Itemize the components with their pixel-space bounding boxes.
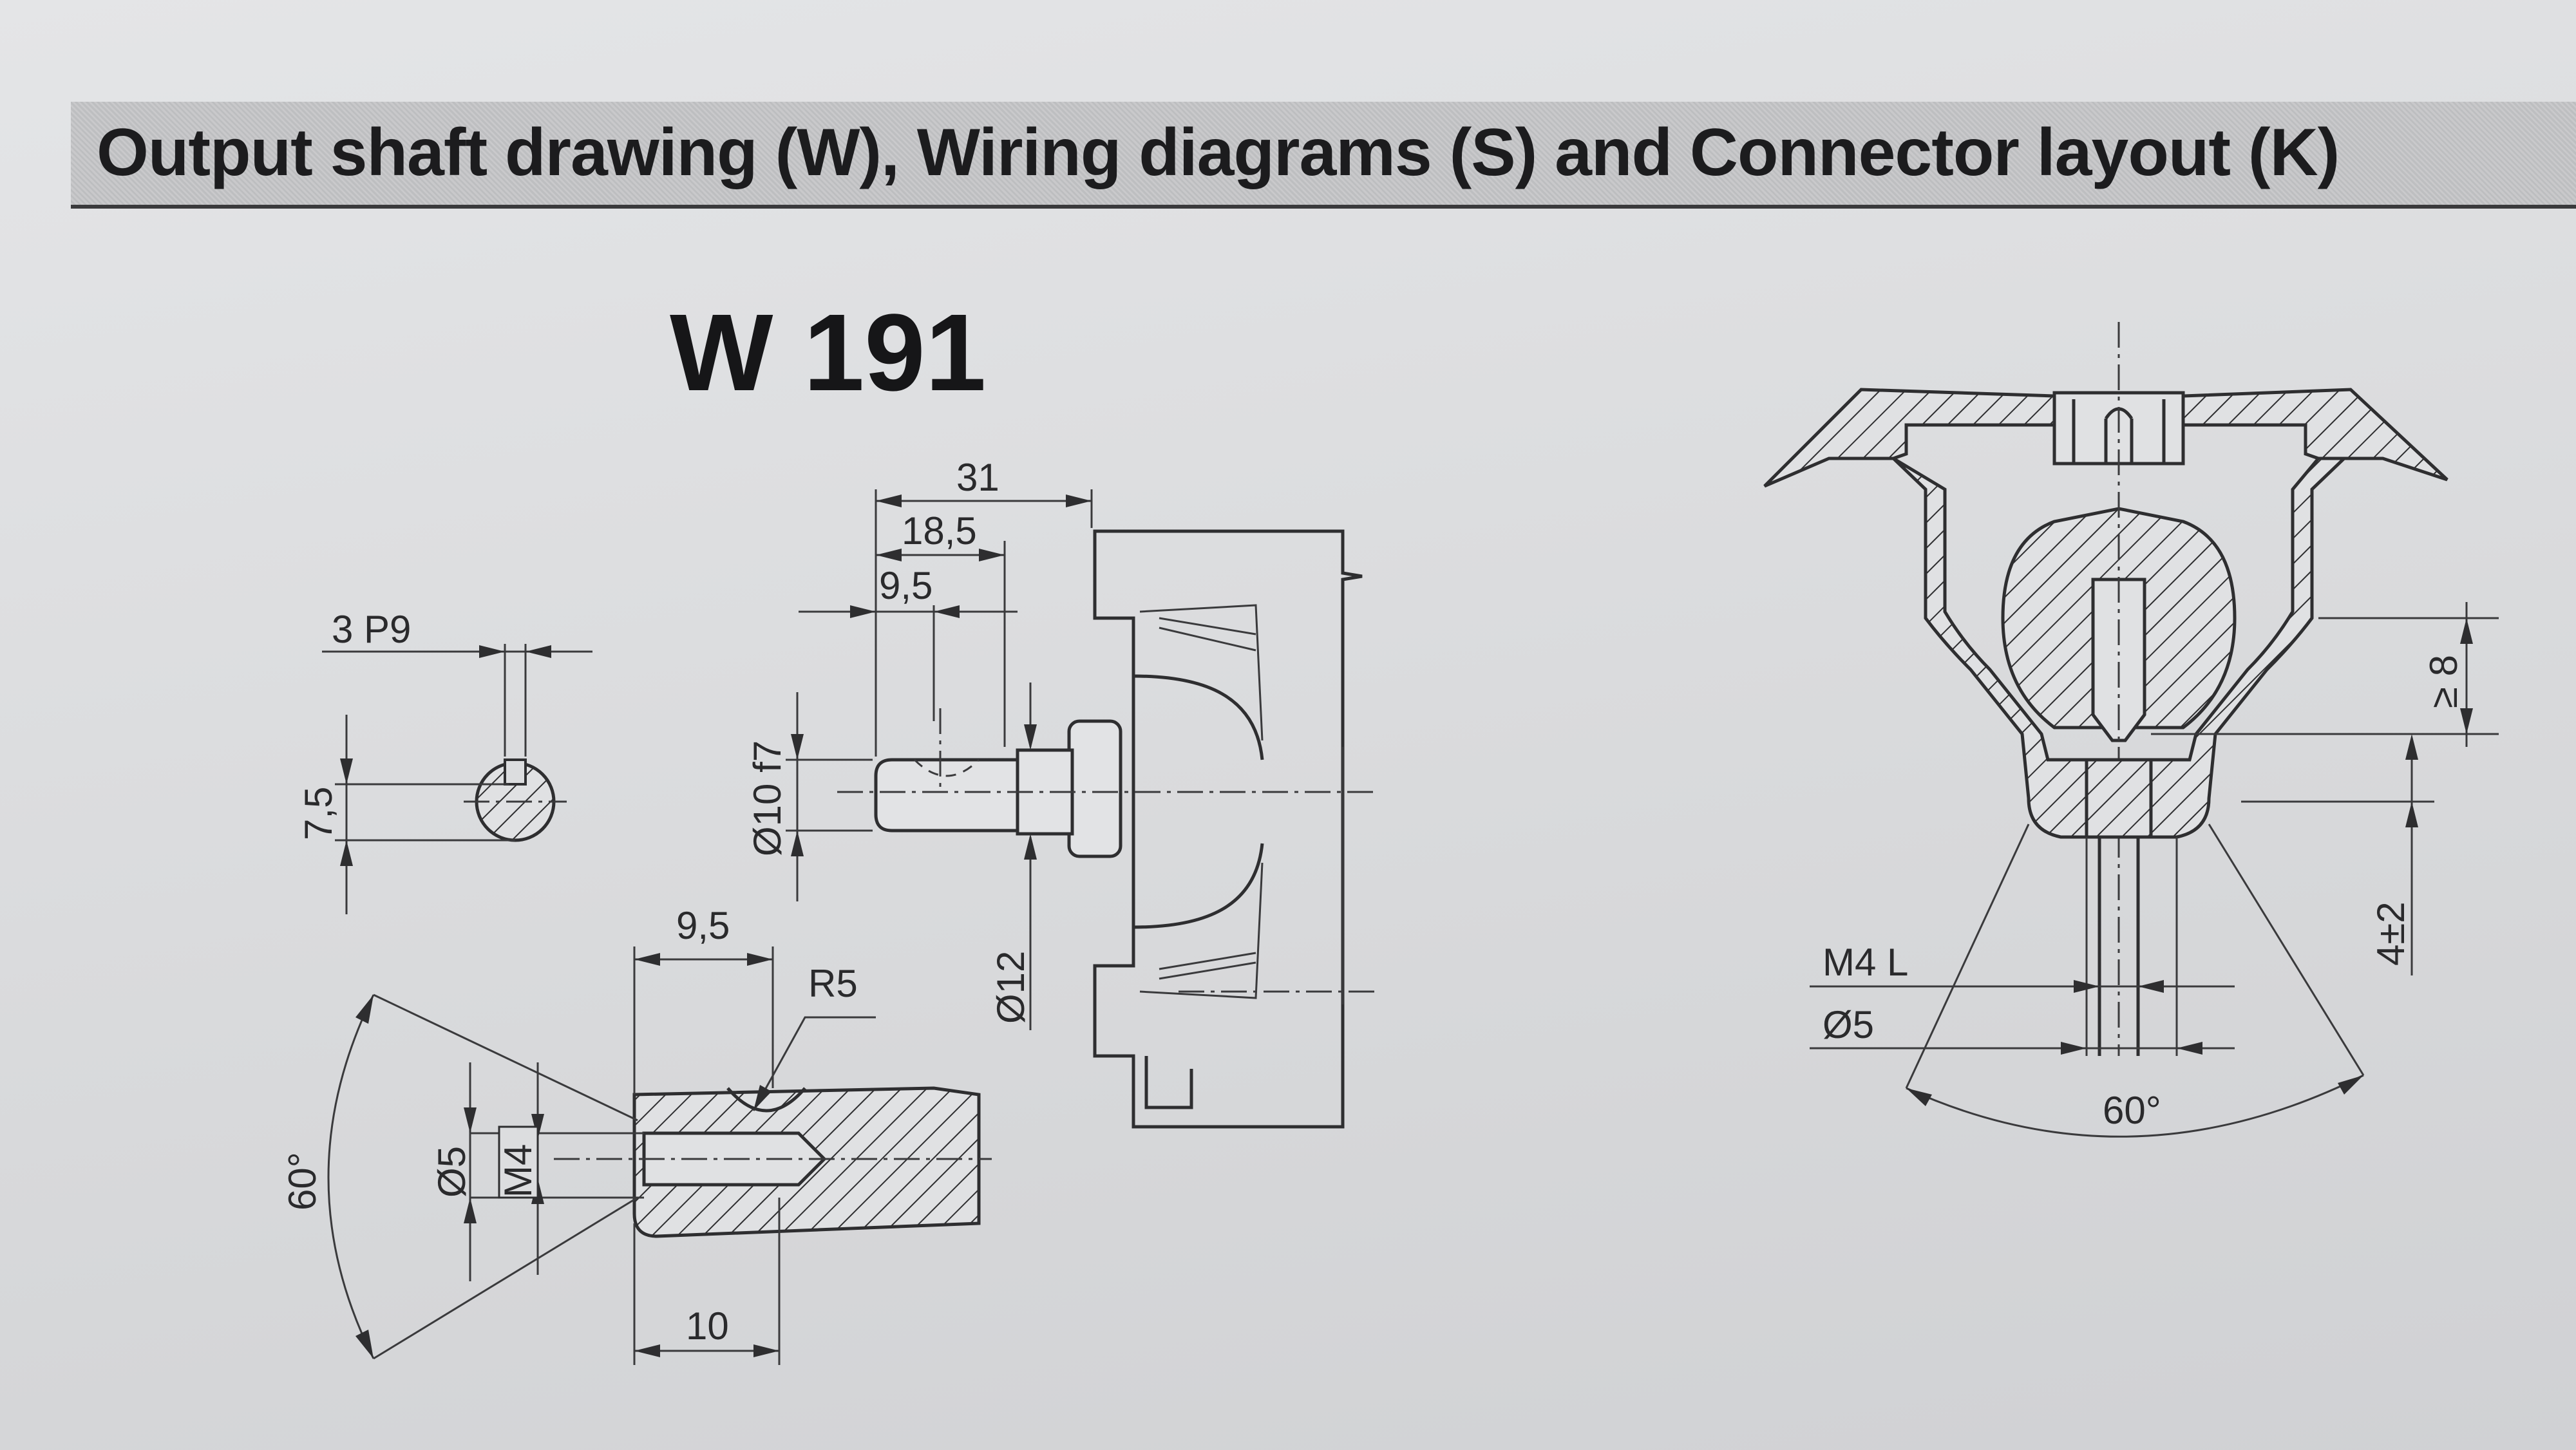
arrow-head: [355, 995, 374, 1024]
housing-inner-lines: [1139, 604, 1264, 999]
arrow-head: [2405, 734, 2418, 760]
dim-length-9-5-bottom: 9,5: [676, 904, 730, 947]
arrow-head: [1906, 1088, 1932, 1106]
dim-depth-4pm2: 4±2: [2369, 901, 2412, 966]
ball-bore: [2091, 578, 2146, 742]
arrow-head: [464, 1107, 477, 1133]
arrow-head: [2138, 980, 2164, 993]
arrow-head: [2177, 1042, 2202, 1055]
housing-curves: [1133, 674, 1264, 929]
arrow-head: [355, 1330, 374, 1359]
m4-label-box: [498, 1125, 539, 1199]
dim-radius: R5: [808, 962, 858, 1005]
dim-angle-left: 60°: [281, 1152, 324, 1210]
arrow-head: [791, 831, 804, 856]
housing-outline: [1093, 529, 1363, 1129]
arrow-head: [2074, 980, 2099, 993]
arrow-head: [479, 645, 505, 658]
arrow-head: [2338, 1075, 2363, 1095]
keyway-section: 3 P9 7,5: [297, 608, 592, 914]
page-title: Output shaft drawing (W), Wiring diagram…: [97, 115, 2340, 190]
arrow-head: [850, 605, 876, 618]
housing-foot: [1144, 1056, 1193, 1109]
arrow-head: [2405, 802, 2418, 827]
dim-keyway-width: 3 P9: [332, 608, 411, 651]
dim-bore-dia-5-right: Ø5: [1823, 1003, 1874, 1046]
arrow-head: [876, 549, 902, 561]
arrow-head: [634, 1344, 660, 1357]
dim-ge-8: ≥ 8: [2422, 655, 2465, 708]
cone-arc: [1906, 1074, 2364, 1138]
radius-groove: [726, 1087, 806, 1113]
cone-leg: [2208, 824, 2365, 1076]
dim-key-depth: 7,5: [297, 787, 340, 840]
arrow-head: [634, 953, 660, 966]
arrow-head: [340, 840, 353, 866]
keyway-hidden: [913, 758, 980, 777]
arrow-head: [464, 1198, 477, 1223]
dim-angle-right: 60°: [2103, 1089, 2161, 1132]
arrow-head: [2460, 618, 2473, 644]
arrow-head: [1024, 724, 1037, 750]
dim-thread-m4l: M4 L: [1823, 941, 1908, 984]
arrow-head: [2061, 1042, 2087, 1055]
arrow-head: [526, 645, 551, 658]
arrow-head: [934, 605, 960, 618]
lower-thread: [2085, 758, 2153, 839]
angle-arc: [327, 994, 375, 1359]
shaft-collar: [1067, 719, 1122, 858]
radius-leader: [752, 1016, 876, 1111]
housing-taper-lines: [1159, 617, 1256, 980]
dim-length-9-5-top: 9,5: [879, 564, 933, 607]
dim-length-31: 31: [956, 456, 999, 499]
angle-leg: [373, 1196, 638, 1360]
dim-length-18-5: 18,5: [902, 509, 977, 552]
arrow-head: [791, 734, 804, 760]
dim-bore-dia-5-left: Ø5: [430, 1146, 473, 1198]
angle-leg: [373, 993, 638, 1122]
dim-thread-m4: M4: [497, 1144, 540, 1198]
dim-length-10: 10: [686, 1304, 729, 1348]
arrow-head: [753, 1085, 772, 1111]
shaft-end: [874, 758, 1019, 833]
keyway-slot: [504, 758, 527, 786]
arrow-head: [340, 758, 353, 784]
arrow-head: [747, 953, 773, 966]
arrow-head: [2460, 708, 2473, 734]
drawing-code: W 191: [670, 292, 987, 414]
threaded-end-section: 60° Ø5 M4 9,5 R5: [281, 904, 992, 1365]
arrow-head: [1024, 834, 1037, 860]
cone-leg: [1905, 824, 2030, 1089]
dim-shaft-dia-12: Ø12: [989, 951, 1032, 1024]
dim-shaft-dia-10: Ø10 f7: [746, 740, 789, 856]
title-band: [71, 102, 2576, 209]
arrow-head: [753, 1344, 779, 1357]
shaft-side-view: 31 18,5 9,5 Ø10 f7 Ø12: [746, 456, 1378, 1129]
arrow-head: [876, 494, 902, 507]
arrow-head: [979, 549, 1005, 561]
connector-section: 60° M4 L Ø5 ≥ 8 4±2: [1763, 322, 2499, 1138]
arrow-head: [1066, 494, 1092, 507]
